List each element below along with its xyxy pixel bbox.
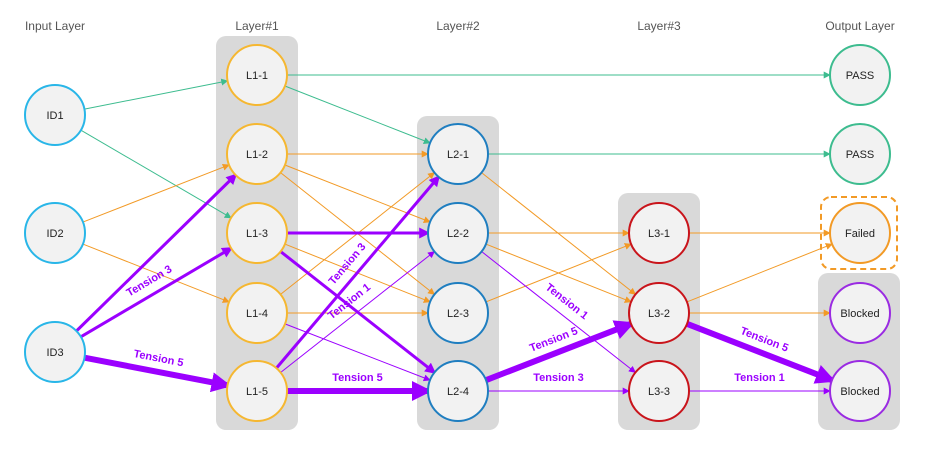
- node-circle: [226, 360, 288, 422]
- node-label: L2-1: [447, 149, 469, 161]
- edge-id1-to-l1-1: [84, 78, 229, 110]
- node-label: ID1: [46, 110, 63, 122]
- layer-title-layer1: Layer#1: [235, 19, 279, 33]
- edge-label-l1-5-to-l2-1: Tension 3: [327, 241, 369, 287]
- node-l3-1: L3-1: [628, 202, 690, 264]
- layer2-group: [417, 116, 499, 430]
- node-l2-3: L2-3: [427, 282, 489, 344]
- node-label: Failed: [845, 228, 875, 240]
- node-label: PASS: [846, 149, 875, 161]
- node-l1-2: L1-2: [226, 123, 288, 185]
- edge-id1-to-l1-3: [80, 129, 232, 219]
- node-o1: PASS: [829, 44, 891, 106]
- node-label: L2-3: [447, 308, 469, 320]
- node-circle: [226, 123, 288, 185]
- node-l1-5: L1-5: [226, 360, 288, 422]
- node-o4: Blocked: [829, 282, 891, 344]
- node-id2: ID2: [24, 202, 86, 264]
- node-label: L3-3: [648, 386, 670, 398]
- node-o3: Failed: [829, 202, 891, 264]
- node-label: PASS: [846, 70, 875, 82]
- node-l2-1: L2-1: [427, 123, 489, 185]
- node-label: L2-4: [447, 386, 469, 398]
- layer-title-layer2: Layer#2: [436, 19, 480, 33]
- edge-id3-to-l1-3: [80, 246, 234, 339]
- node-label: L1-5: [246, 386, 268, 398]
- node-label: ID2: [46, 228, 63, 240]
- edge-l1-5-to-l2-1: [275, 175, 441, 370]
- node-circle: [628, 360, 690, 422]
- edge-id3-to-l1-2: [75, 173, 238, 333]
- node-circle: [829, 202, 891, 264]
- edge-l1-5-to-l2-2: [280, 251, 435, 373]
- node-l2-2: L2-2: [427, 202, 489, 264]
- edge-label-l2-2-to-l3-3: Tension 1: [543, 281, 590, 322]
- edge-l2-3-to-l3-1: [485, 243, 632, 303]
- node-circle: [427, 123, 489, 185]
- node-circle: [829, 282, 891, 344]
- layer-titles: Input Layer Layer#1 Layer#2 Layer#3 Outp…: [25, 19, 895, 33]
- edge-id3-to-l1-5: [83, 354, 232, 393]
- node-label: L3-1: [648, 228, 670, 240]
- edge-label-l2-4-to-l3-2: Tension 5: [528, 325, 579, 354]
- node-l2-4: L2-4: [427, 360, 489, 422]
- node-circle: [628, 282, 690, 344]
- node-o5: Blocked: [829, 360, 891, 422]
- node-circle: [829, 360, 891, 422]
- node-circle: [24, 202, 86, 264]
- edge-id2-to-l1-2: [82, 163, 230, 223]
- edge-l1-4-to-l2-4: [284, 323, 431, 382]
- node-circle: [24, 321, 86, 383]
- node-circle: [226, 202, 288, 264]
- node-circle: [226, 44, 288, 106]
- node-circle: [427, 282, 489, 344]
- node-circle: [829, 123, 891, 185]
- node-l1-4: L1-4: [226, 282, 288, 344]
- node-label: Blocked: [840, 308, 879, 320]
- node-id1: ID1: [24, 84, 86, 146]
- node-label: L1-3: [246, 228, 268, 240]
- edge-label-id3-to-l1-3: Tension 3: [125, 263, 175, 299]
- node-label: L2-2: [447, 228, 469, 240]
- node-label: L3-2: [648, 308, 670, 320]
- node-circle: [24, 84, 86, 146]
- edges: [75, 71, 836, 401]
- edge-l1-2-to-l2-2: [284, 164, 431, 223]
- edge-l3-2-to-o3: [686, 243, 833, 303]
- node-o2: PASS: [829, 123, 891, 185]
- node-l3-3: L3-3: [628, 360, 690, 422]
- edge-label-l2-4-to-l3-3: Tension 3: [533, 372, 584, 384]
- node-circle: [628, 202, 690, 264]
- node-label: L1-1: [246, 70, 268, 82]
- node-id3: ID3: [24, 321, 86, 383]
- edge-label-l3-2-to-o5: Tension 5: [738, 325, 789, 354]
- edge-id2-to-l1-4: [82, 243, 230, 303]
- edge-label-l1-5-to-l2-4: Tension 5: [332, 372, 383, 384]
- node-circle: [226, 282, 288, 344]
- layer-title-input: Input Layer: [25, 19, 85, 33]
- edge-l2-4-to-l3-2: [484, 320, 635, 383]
- node-label: L1-2: [246, 149, 268, 161]
- edge-l1-1-to-l2-1: [284, 85, 431, 144]
- node-l3-2: L3-2: [628, 282, 690, 344]
- node-label: ID3: [46, 347, 63, 359]
- edge-l2-2-to-l3-3: [481, 251, 636, 373]
- edge-l3-2-to-o5: [685, 321, 836, 384]
- node-circle: [427, 202, 489, 264]
- node-label: Blocked: [840, 386, 879, 398]
- node-label: L1-4: [246, 308, 268, 320]
- node-l1-1: L1-1: [226, 44, 288, 106]
- layer-title-output: Output Layer: [825, 19, 894, 33]
- node-circle: [829, 44, 891, 106]
- layer-title-layer3: Layer#3: [637, 19, 681, 33]
- node-l1-3: L1-3: [226, 202, 288, 264]
- edge-label-l3-3-to-o5: Tension 1: [734, 372, 785, 384]
- node-circle: [427, 360, 489, 422]
